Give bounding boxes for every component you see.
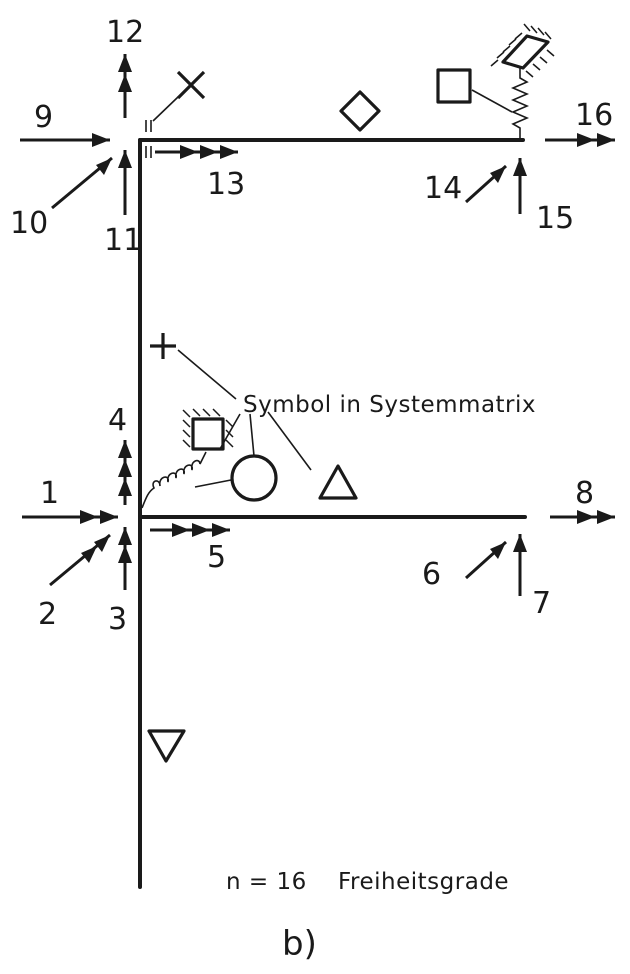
symbol-x — [152, 70, 206, 122]
dof-arrow-3 — [118, 527, 132, 590]
dof-arrow-12 — [118, 54, 132, 118]
dof-arrow-5 — [150, 523, 230, 537]
dof-arrow-7 — [513, 534, 527, 596]
label-16: 16 — [575, 98, 613, 133]
symbol-diamond — [339, 90, 381, 132]
symbol-circle — [230, 454, 278, 502]
label-4: 4 — [108, 403, 127, 438]
symbol-triangle-down — [147, 729, 186, 763]
label-10: 10 — [10, 206, 48, 241]
label-6: 6 — [422, 557, 441, 592]
label-7: 7 — [532, 586, 551, 621]
annotation-text: Symbol in Systemmatrix — [243, 392, 536, 418]
dof-arrow-11 — [118, 150, 132, 215]
label-5: 5 — [207, 540, 226, 575]
dof-arrow-9 — [20, 133, 110, 147]
spring-support-top — [490, 23, 555, 138]
dof-arrow-2 — [49, 533, 111, 587]
label-8: 8 — [575, 476, 594, 511]
dof-arrow-16 — [545, 133, 615, 147]
spring-support-bottom — [141, 408, 234, 509]
annotation-leaders — [177, 349, 312, 488]
label-11: 11 — [104, 223, 142, 258]
dof-arrow-13 — [155, 145, 238, 159]
label-13: 13 — [207, 167, 245, 202]
symbol-plus — [150, 333, 176, 359]
dof-arrow-15 — [513, 158, 527, 214]
dof-arrow-1 — [22, 510, 118, 524]
dof-arrow-6 — [464, 540, 508, 580]
symbol-triangle-up — [318, 464, 358, 500]
subfigure-label: b) — [282, 924, 317, 964]
label-2: 2 — [38, 597, 57, 632]
label-1: 1 — [40, 476, 59, 511]
dof-arrow-8 — [550, 510, 615, 524]
hinge-mark — [145, 120, 152, 158]
square-leader — [471, 89, 513, 113]
label-15: 15 — [536, 201, 574, 236]
footer-dof: Freiheitsgrade — [338, 869, 509, 895]
label-9: 9 — [34, 100, 53, 135]
footer-n: n = 16 — [226, 869, 307, 895]
dof-arrow-14 — [464, 164, 508, 204]
dof-arrow-10 — [51, 156, 113, 210]
label-12: 12 — [106, 15, 144, 50]
label-14: 14 — [424, 171, 462, 206]
label-3: 3 — [108, 602, 127, 637]
symbol-square — [436, 68, 472, 104]
dof-arrow-4 — [118, 440, 132, 505]
